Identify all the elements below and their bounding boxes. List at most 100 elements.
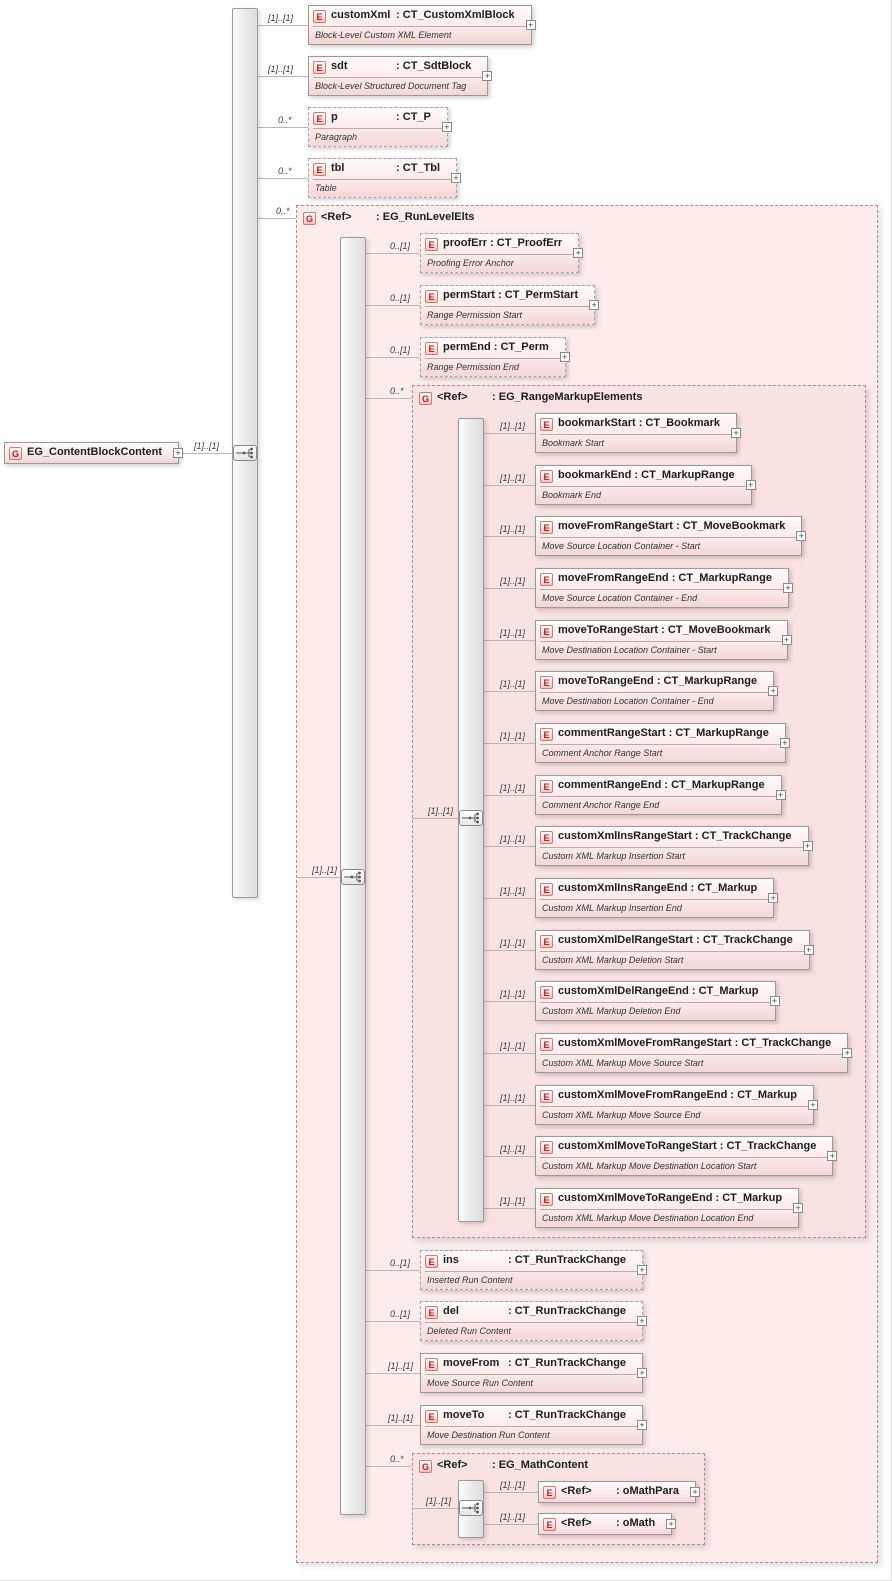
expand-icon[interactable]: +	[637, 1368, 648, 1378]
expand-icon[interactable]: +	[768, 686, 779, 696]
expand-icon[interactable]: +	[690, 1487, 701, 1497]
expand-icon[interactable]: +	[525, 20, 536, 30]
cardinality-label: [1]..[1]	[500, 1196, 526, 1206]
element-icon: E	[313, 163, 326, 176]
expand-icon[interactable]: +	[745, 480, 756, 490]
expand-icon[interactable]: +	[796, 531, 807, 541]
element-icon: E	[540, 1141, 553, 1154]
expand-icon[interactable]: +	[781, 635, 792, 645]
element-description: Move Source Run Content	[425, 1374, 639, 1388]
expand-icon[interactable]: +	[589, 300, 600, 310]
expand-icon[interactable]: +	[173, 448, 184, 458]
expand-icon[interactable]: +	[666, 1519, 677, 1529]
cardinality-label: [1]..[1]	[500, 576, 526, 586]
group-header-run-level-elts: G<Ref> : EG_RunLevelElts	[303, 211, 474, 225]
cardinality-label: [1]..[1]	[500, 938, 526, 948]
expand-icon[interactable]: +	[637, 1265, 648, 1275]
expand-icon[interactable]: +	[731, 428, 741, 438]
sequence-compositor-icon[interactable]	[459, 1500, 483, 1516]
sequence-compositor-icon[interactable]	[341, 869, 365, 885]
element-icon: E	[540, 1090, 553, 1103]
cardinality-label: 0..[1]	[390, 345, 411, 355]
element-description: Move Source Location Container - End	[540, 589, 784, 603]
element-icon: E	[540, 935, 553, 948]
expand-icon[interactable]: +	[842, 1048, 853, 1058]
cardinality-label: [1]..[1]	[500, 421, 526, 431]
expand-icon[interactable]: +	[827, 1151, 838, 1161]
element-icon: E	[543, 1518, 556, 1531]
connector-line	[484, 743, 537, 744]
expand-icon[interactable]: +	[451, 173, 462, 183]
element-description: Custom XML Markup Insertion Start	[540, 847, 804, 861]
expand-icon[interactable]: +	[808, 1100, 818, 1110]
expand-icon[interactable]: +	[637, 1316, 648, 1326]
expand-icon[interactable]: +	[782, 583, 793, 593]
expand-icon[interactable]: +	[441, 122, 452, 132]
cardinality-label: [1]..[1]	[268, 13, 294, 23]
expand-icon[interactable]: +	[802, 841, 813, 851]
cardinality-label: [1]..[1]	[426, 1496, 452, 1506]
element-ref-oMathPara[interactable]: E<Ref> : oMathPara +	[538, 1481, 701, 1503]
element-description: Move Destination Location Container - St…	[540, 641, 783, 655]
expand-icon[interactable]: +	[775, 790, 786, 800]
expand-icon[interactable]: +	[573, 248, 584, 258]
cardinality-label: 0..[1]	[390, 1258, 411, 1268]
sequence-compositor-icon[interactable]	[233, 445, 257, 461]
cardinality-label: [1]..[1]	[500, 1041, 526, 1051]
expand-icon[interactable]: +	[779, 738, 790, 748]
sequence-compositor-icon[interactable]	[459, 810, 483, 826]
expand-icon[interactable]: +	[803, 945, 814, 955]
element-description: Custom XML Markup Move Destination Locat…	[540, 1157, 829, 1171]
connector-line	[484, 433, 537, 434]
expand-icon[interactable]: +	[482, 71, 493, 81]
element-description: Custom XML Markup Move Source Start	[540, 1054, 844, 1068]
element-description: Move Destination Run Content	[425, 1426, 639, 1440]
connector-line	[484, 588, 537, 589]
cardinality-label: [1]..[1]	[500, 628, 526, 638]
cardinality-label: [1]..[1]	[194, 441, 220, 451]
expand-icon[interactable]: +	[768, 893, 779, 903]
expand-icon[interactable]: +	[769, 996, 780, 1006]
element-ref-oMath[interactable]: E<Ref> : oMath +	[538, 1513, 677, 1535]
cardinality-label: 0..*	[390, 386, 404, 396]
connector-line	[484, 485, 537, 486]
root-label: EG_ContentBlockContent	[27, 446, 163, 458]
connector-line	[296, 877, 344, 878]
connector-line	[412, 818, 460, 819]
element-icon: E	[425, 1306, 438, 1319]
expand-icon[interactable]: +	[559, 352, 570, 362]
expand-icon[interactable]: +	[793, 1203, 804, 1213]
connector-line	[366, 1270, 422, 1271]
element-description: Custom XML Markup Move Destination Locat…	[540, 1209, 795, 1223]
expand-icon[interactable]: +	[637, 1420, 648, 1430]
